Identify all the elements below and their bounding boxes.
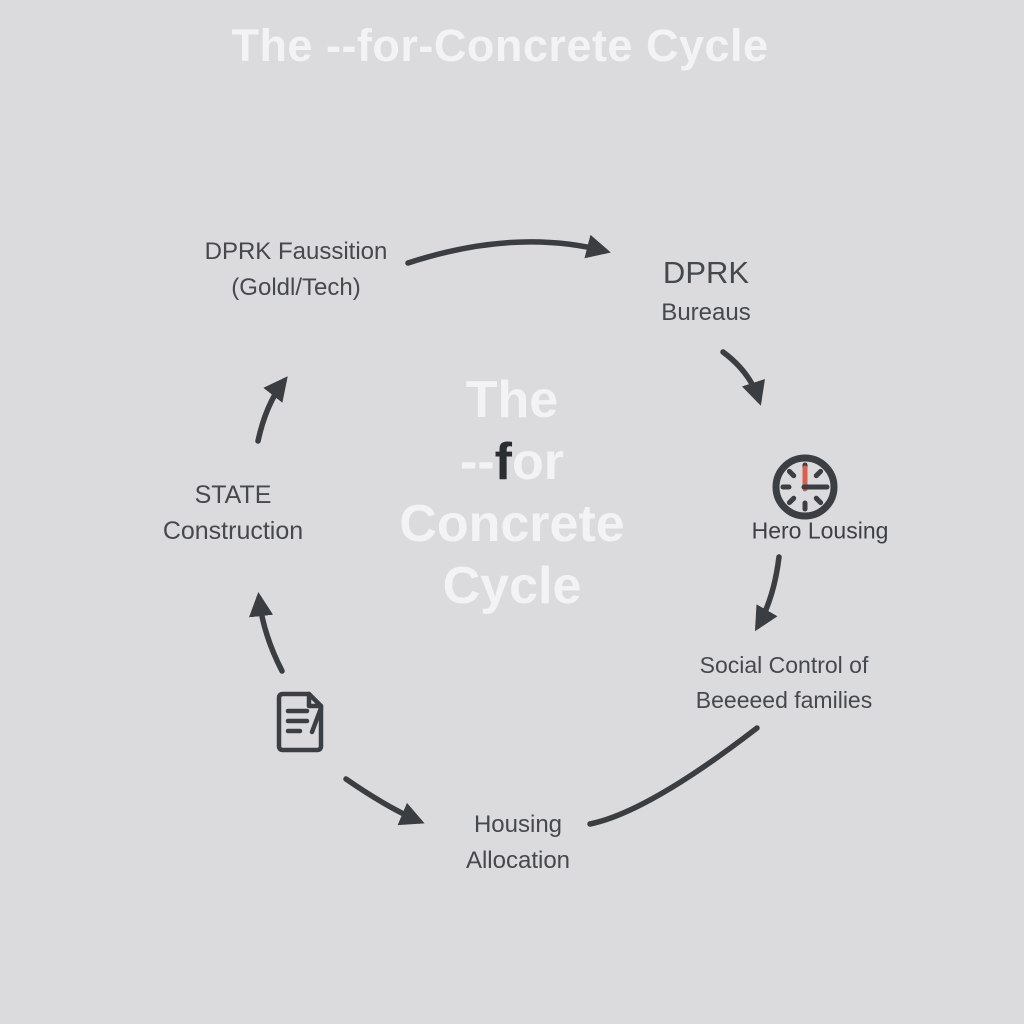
arrow-state-to-faussition (255, 376, 288, 444)
center-line-2-suffix: or (511, 433, 564, 491)
node-label-line: (Goldl/Tech) (231, 274, 361, 301)
node-label-line: Bureaus (661, 299, 751, 326)
node-label-line: Construction (162, 517, 304, 545)
node-dprk-bureaus: DPRK Bureaus (661, 251, 750, 331)
node-label-line: STATE (194, 481, 272, 509)
center-line-2-prefix: -- (460, 433, 495, 491)
node-label-line: Housing (473, 811, 563, 838)
center-line-3: Concrete (399, 495, 625, 553)
document-icon (276, 691, 324, 753)
arrow-faussition-to-bureaus (405, 234, 611, 266)
diagram-title: The --for-Concrete Cycle (231, 20, 769, 71)
clock-icon (772, 454, 838, 520)
center-dark-letter: f (494, 433, 512, 491)
center-label: The --for Concrete Cycle (399, 369, 624, 617)
node-hero-lousing: Hero Lousing (751, 517, 889, 544)
node-label-line: Beeeeed families (695, 687, 873, 713)
center-line-1: The (465, 371, 559, 429)
arrow-document-to-state (248, 591, 285, 674)
node-label-line: Allocation (465, 847, 571, 874)
curve-social-to-housing (587, 725, 760, 827)
node-social-control: Social Control of Beeeeed families (696, 648, 872, 718)
arrow-document-to-housing (343, 776, 425, 826)
node-state-construction: STATE Construction (163, 477, 303, 549)
node-label-line: Social Control of (699, 652, 869, 678)
arrow-hero-to-social (754, 554, 782, 632)
center-line-4: Cycle (442, 557, 582, 615)
arrow-bureaus-to-hero (720, 349, 765, 406)
node-dprk-faussition: DPRK Faussition (Goldl/Tech) (205, 234, 388, 306)
node-label-line: DPRK (662, 255, 750, 290)
node-label-line: DPRK Faussition (204, 238, 388, 265)
center-line-2: --for (399, 431, 624, 493)
node-housing-allocation: Housing Allocation (466, 807, 570, 879)
